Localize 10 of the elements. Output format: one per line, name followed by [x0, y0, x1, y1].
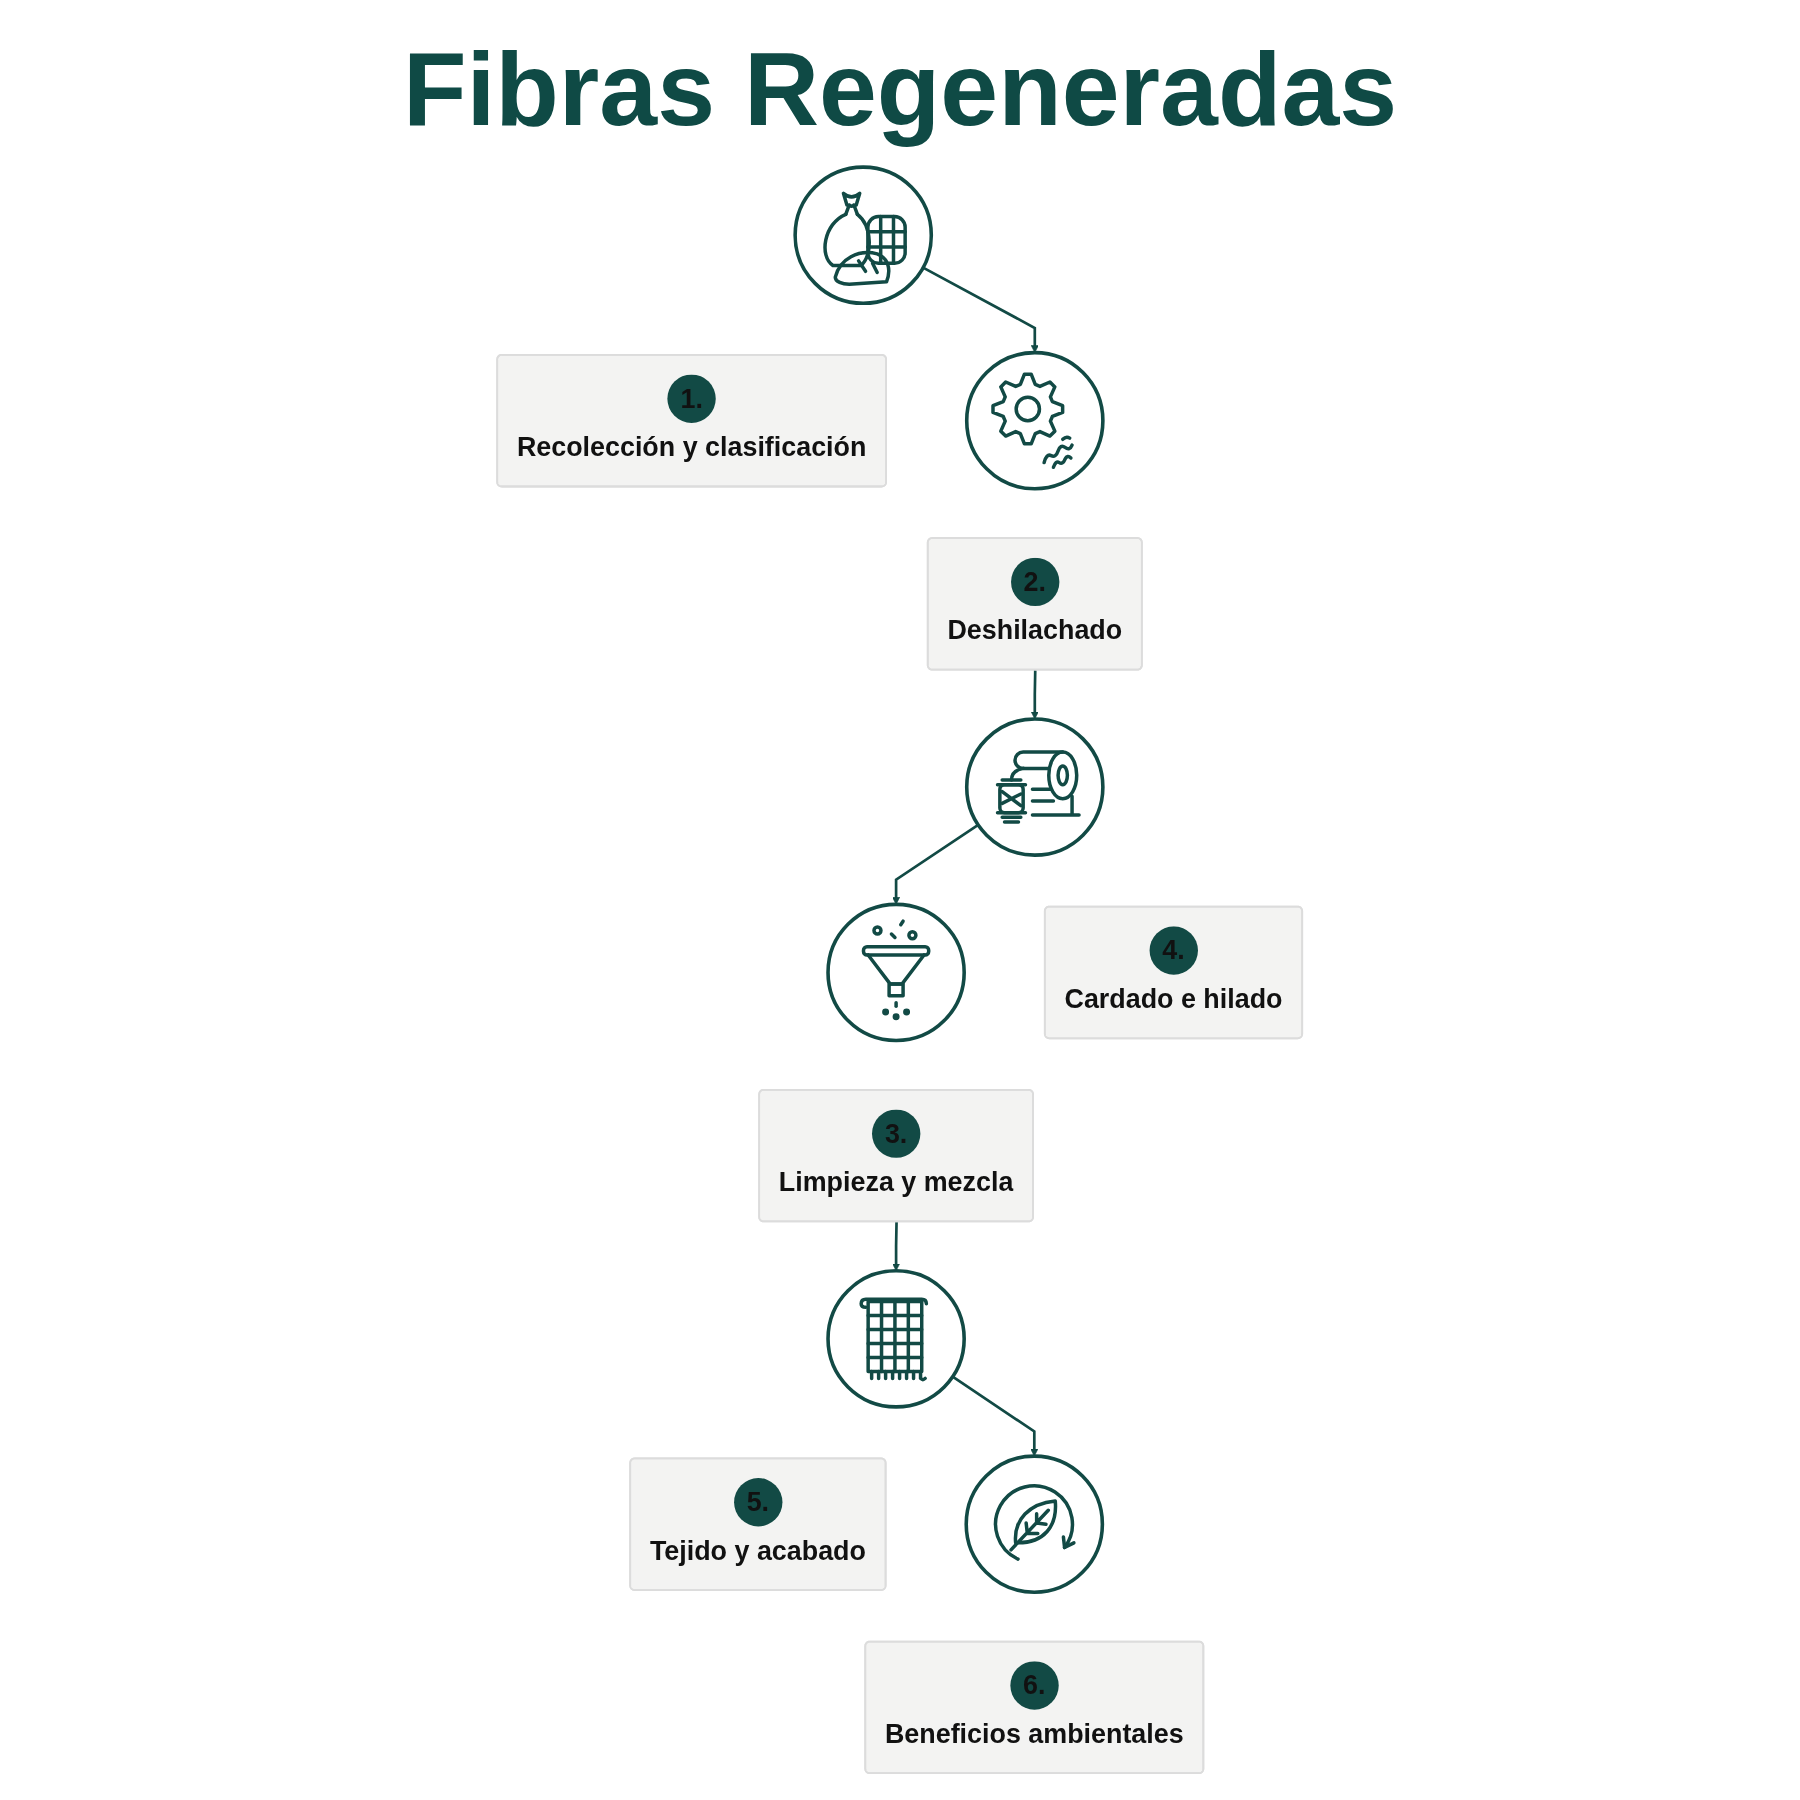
- node-circle: [826, 902, 967, 1042]
- arrow: [892, 1221, 901, 1271]
- node-circle: [965, 350, 1105, 491]
- arrow: [1031, 669, 1040, 719]
- node-circle: [964, 1453, 1105, 1594]
- node-circle: [826, 1268, 967, 1409]
- node-circle: [793, 164, 934, 305]
- node-circle: [965, 716, 1105, 857]
- arrow: [892, 823, 980, 905]
- title: Fibras Regeneradas: [402, 30, 1398, 149]
